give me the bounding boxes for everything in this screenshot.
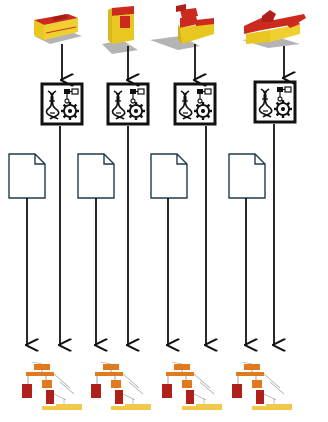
fault-tree-output-d [229, 359, 293, 415]
genetic-algorithm-icon-c [173, 82, 217, 126]
building-thumbnail-a [34, 14, 82, 44]
building-thumbnail-d [242, 10, 306, 48]
document-icon-d [228, 153, 266, 199]
building-thumbnail-c [150, 4, 214, 50]
fault-tree-output-b [88, 359, 152, 415]
genetic-algorithm-icon-b [106, 82, 150, 126]
genetic-algorithm-icon-a [40, 82, 84, 126]
document-icon-b [77, 153, 115, 199]
document-icon-a [8, 153, 46, 199]
fault-tree-output-a [19, 359, 83, 415]
fault-tree-output-c [159, 359, 223, 415]
genetic-algorithm-icon-d [253, 80, 297, 124]
building-thumbnail-b [102, 6, 138, 54]
document-icon-c [150, 153, 188, 199]
